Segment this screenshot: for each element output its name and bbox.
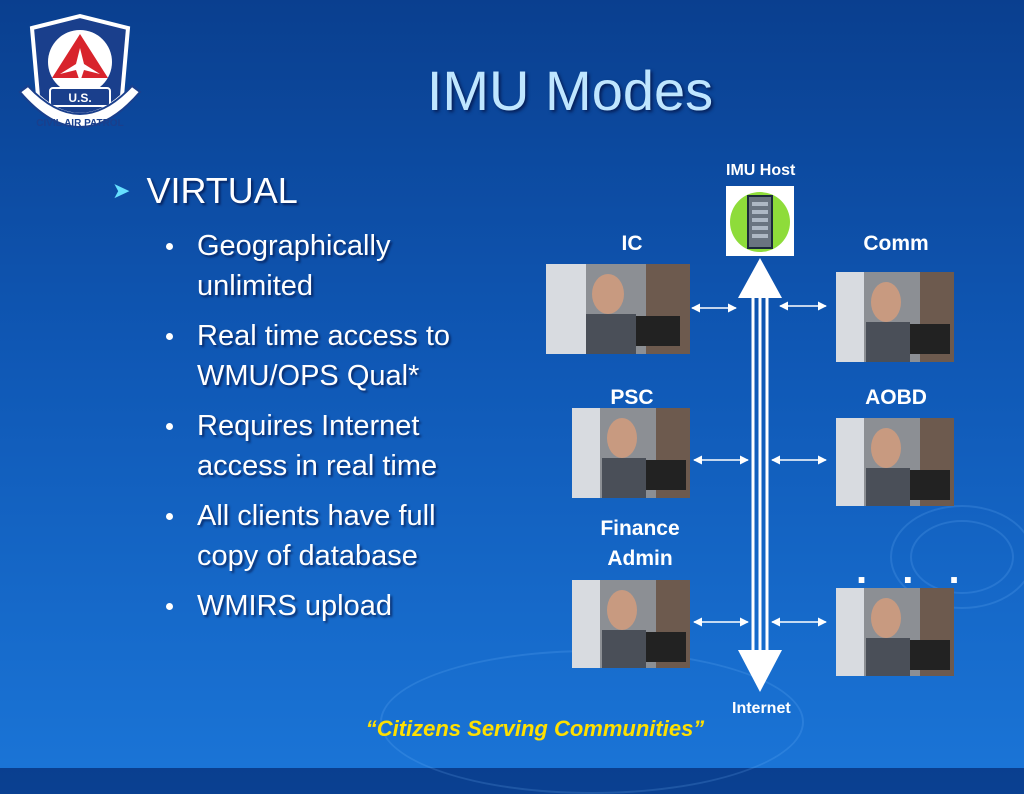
arrow-bullet-icon: ➤ — [112, 178, 131, 203]
workstation-photo-psc — [572, 408, 690, 498]
civil-air-patrol-logo: U.S. CIVIL AIR PATROL — [18, 13, 142, 129]
bullet-dot-icon — [166, 243, 173, 250]
node-label-comm: Comm — [863, 232, 929, 255]
workstation-photo-comm — [836, 272, 954, 362]
node-label-aobd: AOBD — [865, 386, 927, 409]
bullet-item: All clients have full copy of database — [164, 496, 504, 576]
bullet-dot-icon — [166, 603, 173, 610]
slide-title: IMU Modes — [426, 59, 714, 122]
bullet-text: Real time access to WMU/OPS Qual* — [197, 320, 451, 392]
internet-backbone — [738, 258, 782, 692]
bullet-item: Geographically unlimited — [164, 226, 504, 306]
server-icon — [726, 186, 794, 256]
bullet-text: Requires Internet access in real time — [197, 410, 438, 482]
bullet-dot-icon — [166, 513, 173, 520]
bullet-item: Real time access to WMU/OPS Qual* — [164, 316, 504, 396]
svg-text:CIVIL AIR PATROL: CIVIL AIR PATROL — [36, 118, 123, 129]
bullet-virtual-label: VIRTUAL — [146, 170, 298, 211]
node-label-ic: IC — [621, 232, 643, 255]
bullet-virtual: ➤ VIRTUAL — [112, 170, 298, 212]
network-diagram-lines — [691, 258, 827, 692]
bullet-item: WMIRS upload — [164, 586, 504, 626]
bullet-dot-icon — [166, 333, 173, 340]
footer-slogan: “Citizens Serving Communities” — [365, 716, 705, 741]
bullet-item: Requires Internet access in real time — [164, 406, 504, 486]
node-label-psc: PSC — [610, 386, 654, 409]
more-nodes-ellipsis: . . . — [856, 548, 972, 592]
imu-host-label: IMU Host — [726, 162, 796, 179]
workstation-photo-ic — [546, 264, 690, 354]
bullet-text: All clients have full copy of database — [197, 500, 436, 572]
bullet-list: Geographically unlimited Real time acces… — [164, 226, 504, 636]
bullet-text: Geographically unlimited — [197, 230, 391, 302]
workstation-photo-aobd — [836, 418, 954, 506]
bullet-dot-icon — [166, 423, 173, 430]
svg-text:U.S.: U.S. — [68, 91, 91, 105]
node-label-finance-admin: Finance Admin — [600, 517, 680, 570]
bullet-text: WMIRS upload — [197, 590, 393, 622]
workstation-photo-more — [836, 588, 954, 676]
workstation-photo-finance — [572, 580, 690, 668]
internet-label: Internet — [732, 700, 791, 717]
